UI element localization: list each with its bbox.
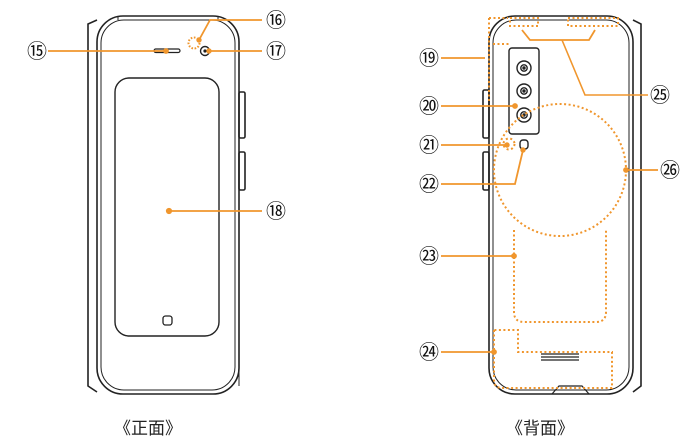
callout-26: ㉖ bbox=[660, 158, 680, 182]
callout-18: ⑱ bbox=[266, 199, 286, 223]
callout-25: ㉕ bbox=[650, 83, 670, 107]
antenna-area-bottom bbox=[493, 329, 613, 389]
callout-19: ⑲ bbox=[419, 46, 439, 70]
sensor-area-marker bbox=[187, 36, 201, 50]
callout-20: ⑳ bbox=[419, 94, 439, 118]
rear-cameras bbox=[516, 60, 532, 123]
back-view-caption: 《背面》 bbox=[506, 419, 574, 439]
callout-16: ⑯ bbox=[266, 8, 286, 32]
callout-24: ㉔ bbox=[419, 340, 439, 364]
callout-15: ⑮ bbox=[27, 39, 47, 63]
sensor-area-back bbox=[502, 137, 516, 151]
antenna-area-top bbox=[509, 17, 539, 27]
callout-17: ⑰ bbox=[266, 39, 286, 63]
back-phone bbox=[482, 15, 642, 395]
battery-area bbox=[513, 230, 607, 323]
antenna-area-top-left bbox=[488, 17, 508, 102]
front-view-caption: 《正面》 bbox=[114, 419, 182, 439]
speaker-grille bbox=[541, 353, 579, 361]
callout-23: ㉓ bbox=[419, 244, 439, 268]
front-phone bbox=[87, 15, 246, 395]
callout-22: ㉒ bbox=[419, 172, 439, 196]
charging-coil-area bbox=[493, 103, 627, 237]
callout-21: ㉑ bbox=[419, 133, 439, 157]
